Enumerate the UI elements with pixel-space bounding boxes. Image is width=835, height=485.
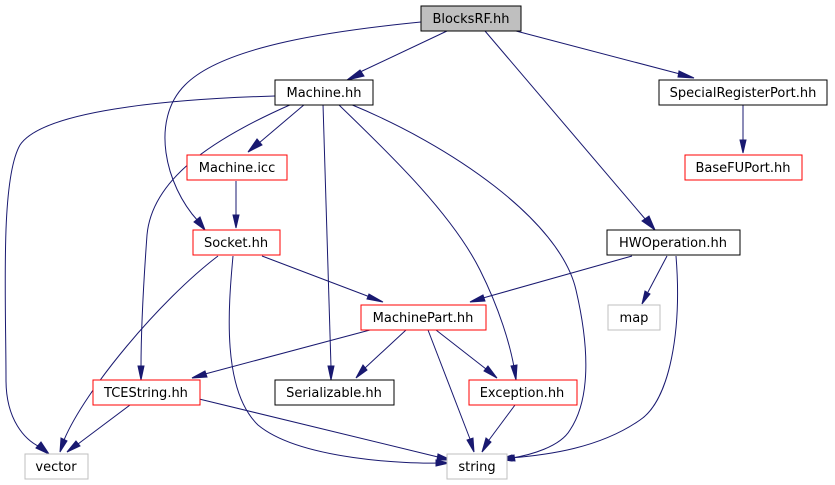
node-basefuport-box	[684, 154, 803, 181]
node-string-label: string	[458, 460, 495, 475]
node-map[interactable]: map	[607, 304, 661, 331]
edge-machine-icc-to-socket	[232, 181, 240, 229]
edge-socket-to-vector	[59, 255, 219, 453]
node-string-box	[446, 453, 508, 480]
edge-tcestring-to-vector	[66, 404, 131, 453]
node-machine-icc-label: Machine.icc	[199, 161, 275, 176]
node-vector-label: vector	[35, 460, 77, 475]
edge-layer	[4, 21, 747, 467]
edge-machinepart-to-string	[427, 329, 475, 453]
node-map-label: map	[620, 311, 649, 326]
node-machine-icc[interactable]: Machine.icc	[186, 154, 288, 181]
node-vector-box	[24, 453, 89, 480]
node-machine-label: Machine.hh	[286, 86, 361, 101]
node-tcestring[interactable]: TCEString.hh	[92, 379, 201, 406]
node-hwoperation-label: HWOperation.hh	[619, 236, 727, 251]
node-blocksrf-box	[420, 5, 522, 32]
edge-socket-to-string	[228, 255, 450, 467]
node-socket[interactable]: Socket.hh	[192, 229, 281, 256]
edge-machine-to-machine-icc	[247, 103, 306, 153]
node-specialregisterport[interactable]: SpecialRegisterPort.hh	[658, 79, 828, 106]
edge-machinepart-to-serializable	[355, 329, 407, 379]
edge-machine-to-exception	[337, 103, 518, 381]
edge-machine-to-string	[349, 103, 587, 462]
edge-blocksrf-to-hwoperation	[484, 30, 657, 232]
node-specialregisterport-label: SpecialRegisterPort.hh	[670, 86, 817, 101]
node-vector[interactable]: vector	[24, 453, 89, 480]
node-serializable-box	[274, 379, 395, 406]
edge-exception-to-string	[481, 404, 516, 453]
node-machine-box	[274, 79, 374, 106]
node-specialregisterport-box	[658, 79, 828, 106]
node-hwoperation[interactable]: HWOperation.hh	[606, 229, 741, 256]
node-serializable-label: Serializable.hh	[286, 386, 382, 401]
node-exception-label: Exception.hh	[480, 386, 565, 401]
edge-blocksrf-to-machine	[346, 30, 448, 81]
node-exception-box	[468, 379, 578, 406]
edge-blocksrf-to-socket	[164, 21, 422, 232]
node-exception[interactable]: Exception.hh	[468, 379, 578, 406]
node-machinepart[interactable]: MachinePart.hh	[360, 304, 487, 331]
edge-machine-to-serializable	[322, 103, 335, 381]
node-serializable[interactable]: Serializable.hh	[274, 379, 395, 406]
edge-hwoperation-to-machinepart	[469, 255, 633, 303]
edge-machine-to-tcestring	[137, 103, 293, 381]
node-blocksrf[interactable]: BlocksRF.hh	[420, 5, 522, 32]
node-tcestring-box	[92, 379, 201, 406]
node-tcestring-label: TCEString.hh	[103, 386, 188, 401]
edge-blocksrf-to-specialregisterport	[515, 30, 695, 79]
node-string[interactable]: string	[446, 453, 508, 480]
edge-machinepart-to-exception	[435, 329, 498, 379]
edge-tcestring-to-string	[194, 397, 452, 461]
node-socket-label: Socket.hh	[204, 236, 268, 251]
node-blocksrf-label: BlocksRF.hh	[433, 12, 510, 27]
node-hwoperation-box	[606, 229, 741, 256]
edge-hwoperation-to-map	[641, 255, 668, 305]
node-layer: BlocksRF.hh Machine.hh SpecialRegisterPo…	[24, 5, 828, 480]
node-basefuport[interactable]: BaseFUPort.hh	[684, 154, 803, 181]
edge-specialregisterport-to-basefuport	[739, 104, 747, 154]
edge-machinepart-to-tcestring	[191, 329, 371, 379]
node-socket-box	[192, 229, 281, 256]
node-machine[interactable]: Machine.hh	[274, 79, 374, 106]
node-map-box	[607, 304, 661, 331]
node-machinepart-label: MachinePart.hh	[373, 311, 474, 326]
edge-socket-to-machinepart	[261, 255, 384, 303]
node-machine-icc-box	[186, 154, 288, 181]
node-basefuport-label: BaseFUPort.hh	[695, 161, 790, 176]
edge-machine-to-vector	[4, 95, 276, 456]
node-machinepart-box	[360, 304, 487, 331]
